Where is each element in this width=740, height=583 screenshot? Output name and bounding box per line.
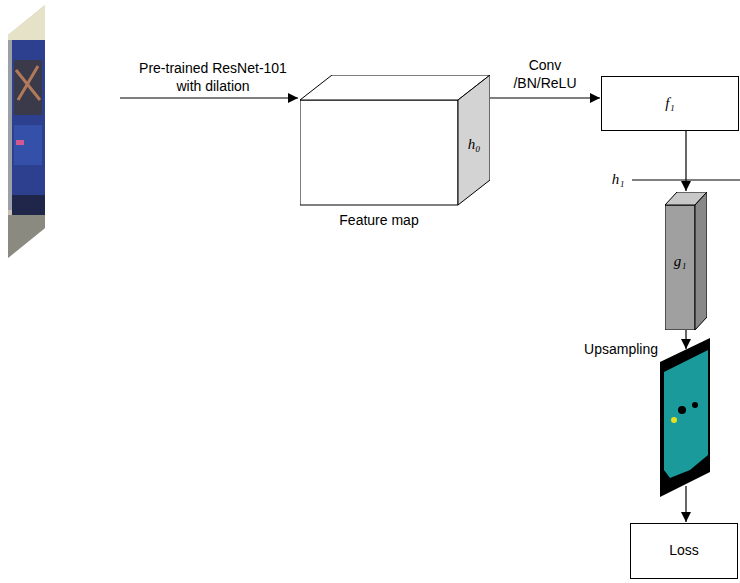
arrow (120, 97, 298, 98)
connector-arrow (685, 131, 686, 191)
node-caption: Feature map (300, 212, 458, 230)
step-label: Pre-trained ResNet-101 with dilation (128, 60, 298, 95)
segmentation-map (658, 335, 713, 500)
feature-map-cube: h₀ Feature map (300, 75, 490, 235)
layer-box: f₁ (601, 76, 739, 131)
node-label: g₁ (665, 252, 695, 271)
step-label: Upsampling (570, 341, 658, 359)
edge-label: Conv /BN/ReLU (505, 57, 585, 92)
connector-arrow (490, 97, 600, 98)
cube-outline (300, 75, 490, 235)
signal-name: h₁ (606, 170, 630, 189)
arrow (685, 486, 686, 522)
arrow (685, 330, 686, 349)
input-image (8, 0, 48, 260)
output-slab: g₁ (665, 192, 707, 330)
node-label: h₀ (460, 135, 488, 154)
node-label: f₁ (665, 94, 674, 113)
node-label: Loss (669, 542, 699, 560)
loss-box: Loss (630, 523, 738, 579)
